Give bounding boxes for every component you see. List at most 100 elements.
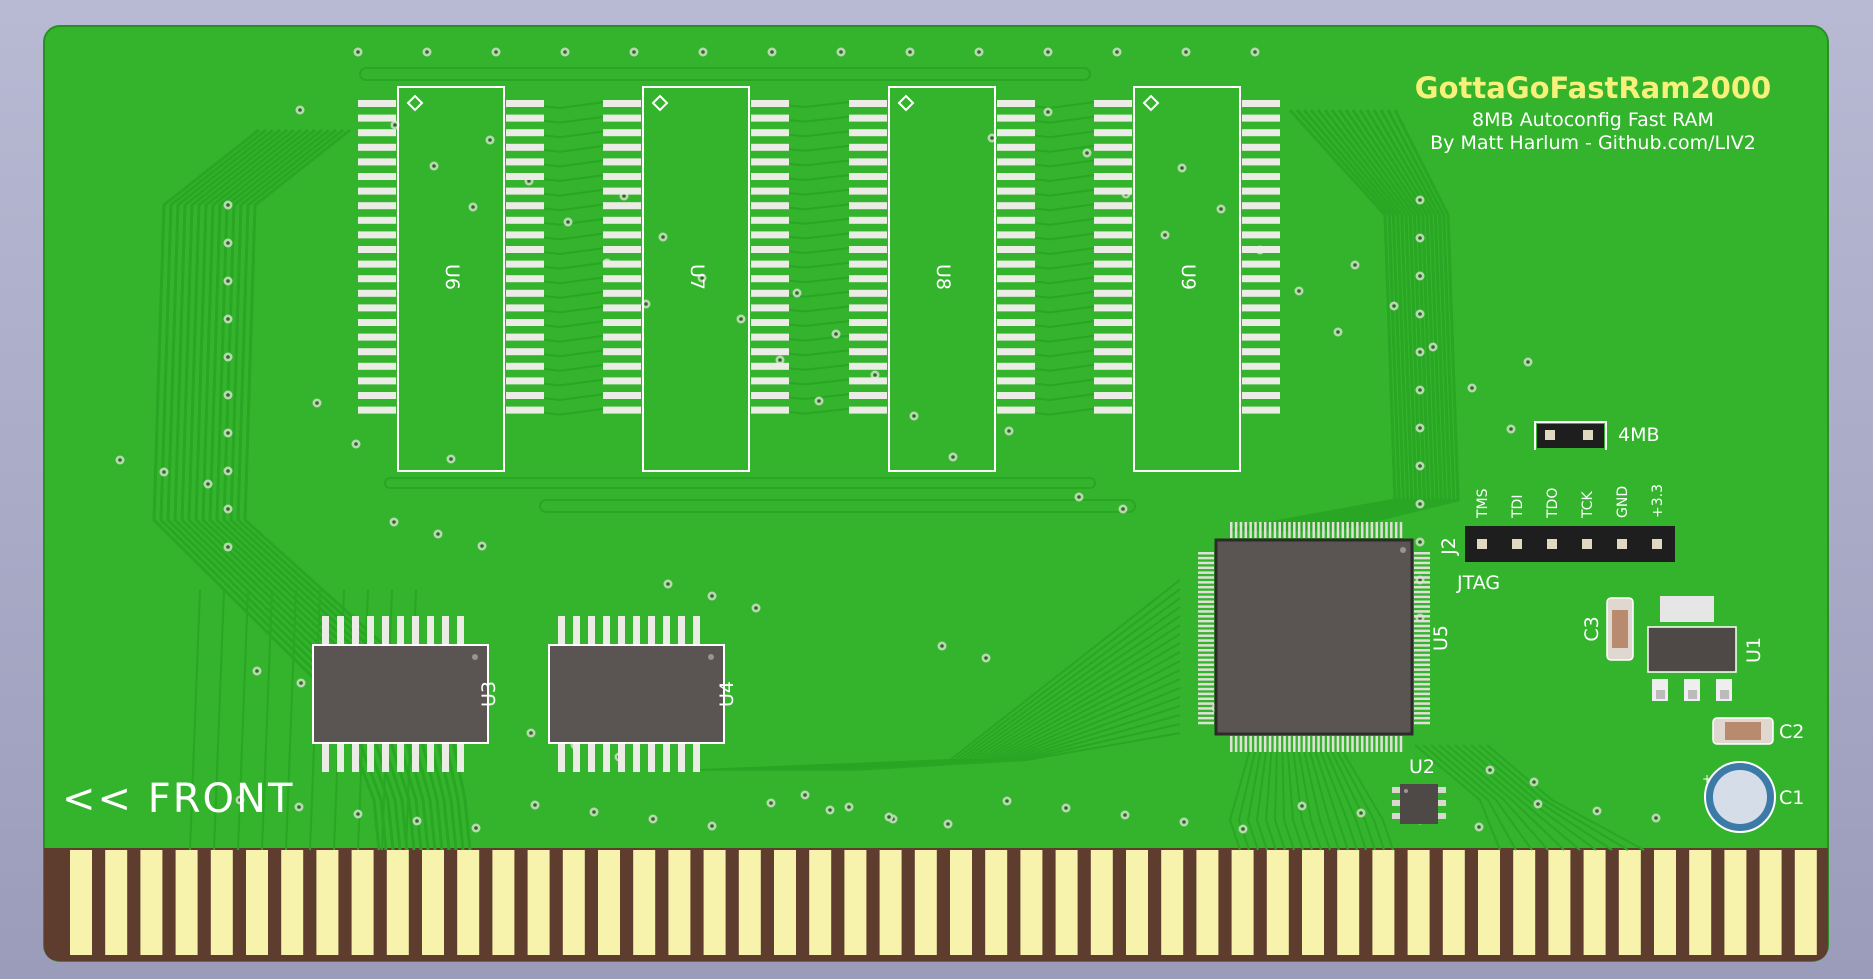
edge-finger [175, 850, 198, 955]
via-hole [449, 457, 453, 461]
via-hole [566, 220, 570, 224]
via-hole [1241, 827, 1245, 831]
via-hole [847, 805, 851, 809]
edge-finger [985, 850, 1008, 955]
via-hole [206, 482, 210, 486]
edge-finger [1407, 850, 1430, 955]
capacitor-c3 [1606, 597, 1634, 661]
vias [115, 47, 1676, 834]
via-hole [1477, 825, 1481, 829]
label-u1: U1 [1743, 637, 1765, 663]
edge-finger [1196, 850, 1219, 955]
via-hole [940, 644, 944, 648]
via-hole [1418, 312, 1422, 316]
via-hole [255, 669, 259, 673]
via-hole [226, 545, 230, 549]
edge-finger [1442, 850, 1465, 955]
via-hole [1184, 50, 1188, 54]
via-hole [226, 355, 230, 359]
via-hole [1064, 806, 1068, 810]
via-hole [1392, 304, 1396, 308]
edge-finger [809, 850, 832, 955]
edge-finger [738, 850, 761, 955]
label-u9: U9 [1177, 264, 1199, 290]
via-hole [769, 801, 773, 805]
edge-finger [140, 850, 163, 955]
via-hole [661, 235, 665, 239]
edge-finger [1126, 850, 1148, 955]
edge-finger [1266, 850, 1289, 955]
via-hole [226, 317, 230, 321]
soic-chip [548, 616, 725, 772]
via-hole [1121, 507, 1125, 511]
via-hole [298, 108, 302, 112]
via-hole [651, 817, 655, 821]
label-jtag: JTAG [1456, 572, 1500, 594]
via-hole [299, 681, 303, 685]
via-hole [1418, 274, 1422, 278]
via-hole [700, 276, 704, 280]
via-hole [1526, 360, 1530, 364]
via-hole [226, 507, 230, 511]
via-hole [1418, 388, 1422, 392]
jtag-pin [1652, 539, 1662, 549]
via-hole [238, 798, 242, 802]
via-hole [162, 470, 166, 474]
via-hole [1115, 50, 1119, 54]
via-hole [354, 442, 358, 446]
via-hole [984, 656, 988, 660]
edge-finger [70, 850, 92, 955]
edge-finger [1689, 850, 1712, 955]
edge-finger [386, 850, 409, 955]
via-hole [392, 520, 396, 524]
chip-u2 [1392, 784, 1446, 824]
via-hole [754, 606, 758, 610]
via-hole [1046, 50, 1050, 54]
edge-finger [1548, 850, 1571, 955]
via-hole [632, 50, 636, 54]
edge-finger [914, 850, 937, 955]
via-hole [529, 731, 533, 735]
edge-finger [1794, 850, 1817, 955]
edge-finger [668, 850, 691, 955]
via-hole [710, 824, 714, 828]
via-hole [1180, 166, 1184, 170]
jumper-4mb [1534, 421, 1607, 450]
via-hole [1470, 386, 1474, 390]
via-hole [226, 469, 230, 473]
edge-finger [703, 850, 726, 955]
edge-finger [562, 850, 585, 955]
via-hole [1418, 464, 1422, 468]
edge-finger [1583, 850, 1606, 955]
via-hole [1359, 811, 1363, 815]
sram-chip [358, 86, 544, 472]
via-hole [1297, 289, 1301, 293]
edge-finger [316, 850, 339, 955]
board-title: GottaGoFastRam2000 [1415, 71, 1771, 105]
via-hole [356, 50, 360, 54]
via-hole [1123, 813, 1127, 817]
via-hole [1532, 780, 1536, 784]
jtag-pin [1512, 539, 1522, 549]
edge-finger [1654, 850, 1676, 955]
capacitor-c1: + [1702, 761, 1776, 833]
edge-finger [1055, 850, 1078, 955]
via-hole [946, 822, 950, 826]
label-u3: U3 [478, 681, 500, 707]
label-u4: U4 [716, 681, 738, 707]
edge-fingers [70, 850, 1817, 955]
via-hole [356, 812, 360, 816]
via-hole [474, 826, 478, 830]
via-hole [1046, 110, 1050, 114]
label-u6: U6 [441, 264, 463, 290]
via-hole [710, 594, 714, 598]
via-hole [226, 241, 230, 245]
jtag-pin-label: +3.3 [1650, 484, 1666, 518]
jtag-pin [1477, 539, 1487, 549]
edge-finger [1759, 850, 1782, 955]
via-hole [622, 194, 626, 198]
via-hole [393, 123, 397, 127]
via-hole [436, 532, 440, 536]
sram-chips [358, 86, 1280, 472]
via-hole [887, 815, 891, 819]
